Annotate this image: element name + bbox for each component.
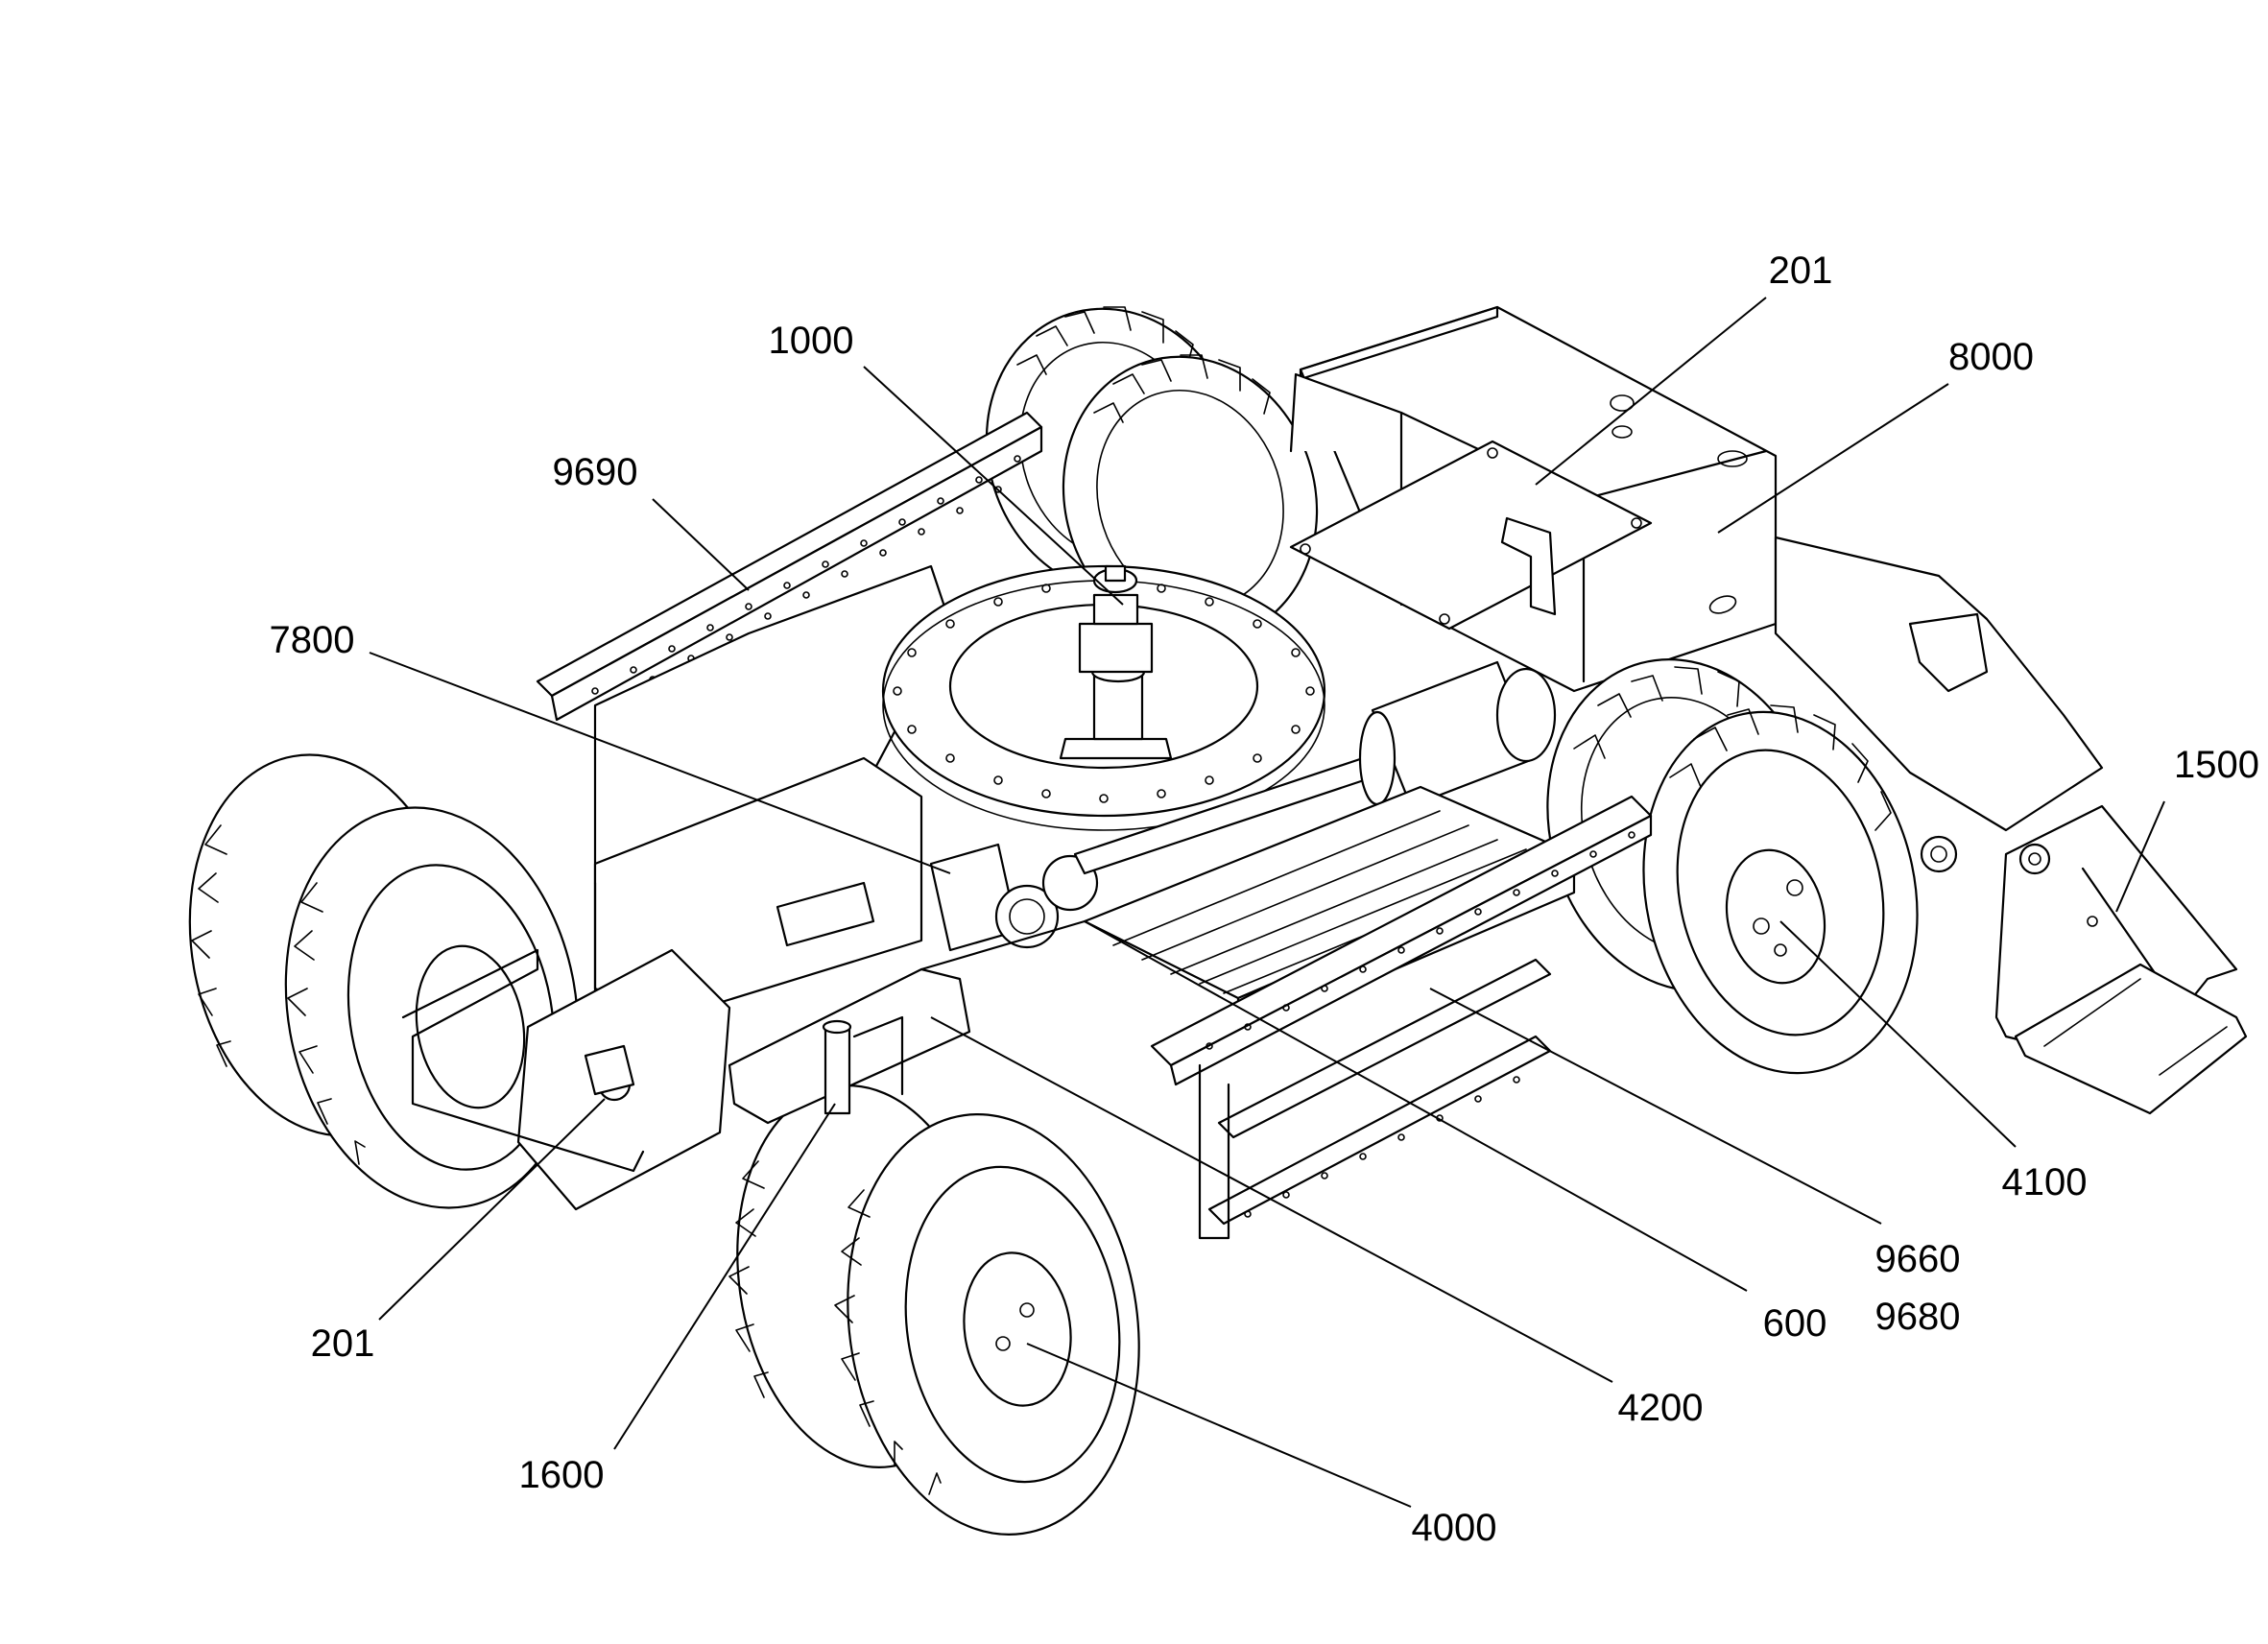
hitch-201: [401, 948, 731, 1211]
leader-201-top: [1535, 297, 1767, 486]
callout-4200: 4200: [1618, 1387, 1704, 1429]
leader-201-bottom: [378, 1098, 606, 1321]
slew-ring-1000: [881, 564, 1326, 831]
side-step-right: [1150, 795, 1653, 1240]
callout-8000: 8000: [1948, 336, 2034, 378]
leader-4100: [1779, 920, 2017, 1148]
leader-600: [1084, 920, 1748, 1292]
frame-body-8000: [1289, 305, 1778, 693]
leader-4200: [930, 1016, 1613, 1383]
leader-1500: [2115, 800, 2165, 913]
outrigger-1500: [1774, 536, 2248, 1115]
leader-8000: [1717, 383, 1949, 534]
leader-9660: [1429, 988, 1882, 1225]
bottom-wheel-4000: [834, 1113, 1140, 1536]
callout-1000: 1000: [769, 320, 854, 362]
leader-7800: [369, 652, 951, 874]
left-wheel-inner: [284, 806, 580, 1209]
callout-7800: 7800: [270, 619, 355, 661]
callout-9690: 9690: [553, 451, 638, 493]
leader-9690: [652, 498, 750, 591]
callout-201-bottom: 201: [311, 1322, 375, 1365]
fitting-1600: [822, 1015, 904, 1115]
driveshaft-600: [1073, 660, 1557, 875]
callout-4000: 4000: [1412, 1507, 1497, 1549]
callout-4100: 4100: [2002, 1161, 2088, 1203]
front-right-wheel-4100: [1642, 704, 1919, 1075]
callout-1500: 1500: [2174, 744, 2259, 786]
gearbox-7800: [929, 843, 1099, 952]
callout-201-top: 201: [1769, 250, 1833, 292]
callout-9680: 9680: [1875, 1296, 1961, 1338]
chassis-drawing: [188, 305, 2248, 1536]
callout-600: 600: [1763, 1302, 1827, 1345]
leader-1600: [613, 1103, 836, 1450]
leader-1000: [863, 366, 1124, 606]
callout-1600: 1600: [519, 1454, 605, 1496]
callout-9660: 9660: [1875, 1238, 1961, 1280]
leader-lines: [369, 297, 2165, 1508]
leader-4000: [1026, 1343, 1412, 1508]
callout-labels: 201 8000 1000 9690 7800 1500 4100 9660 9…: [270, 250, 2259, 1549]
